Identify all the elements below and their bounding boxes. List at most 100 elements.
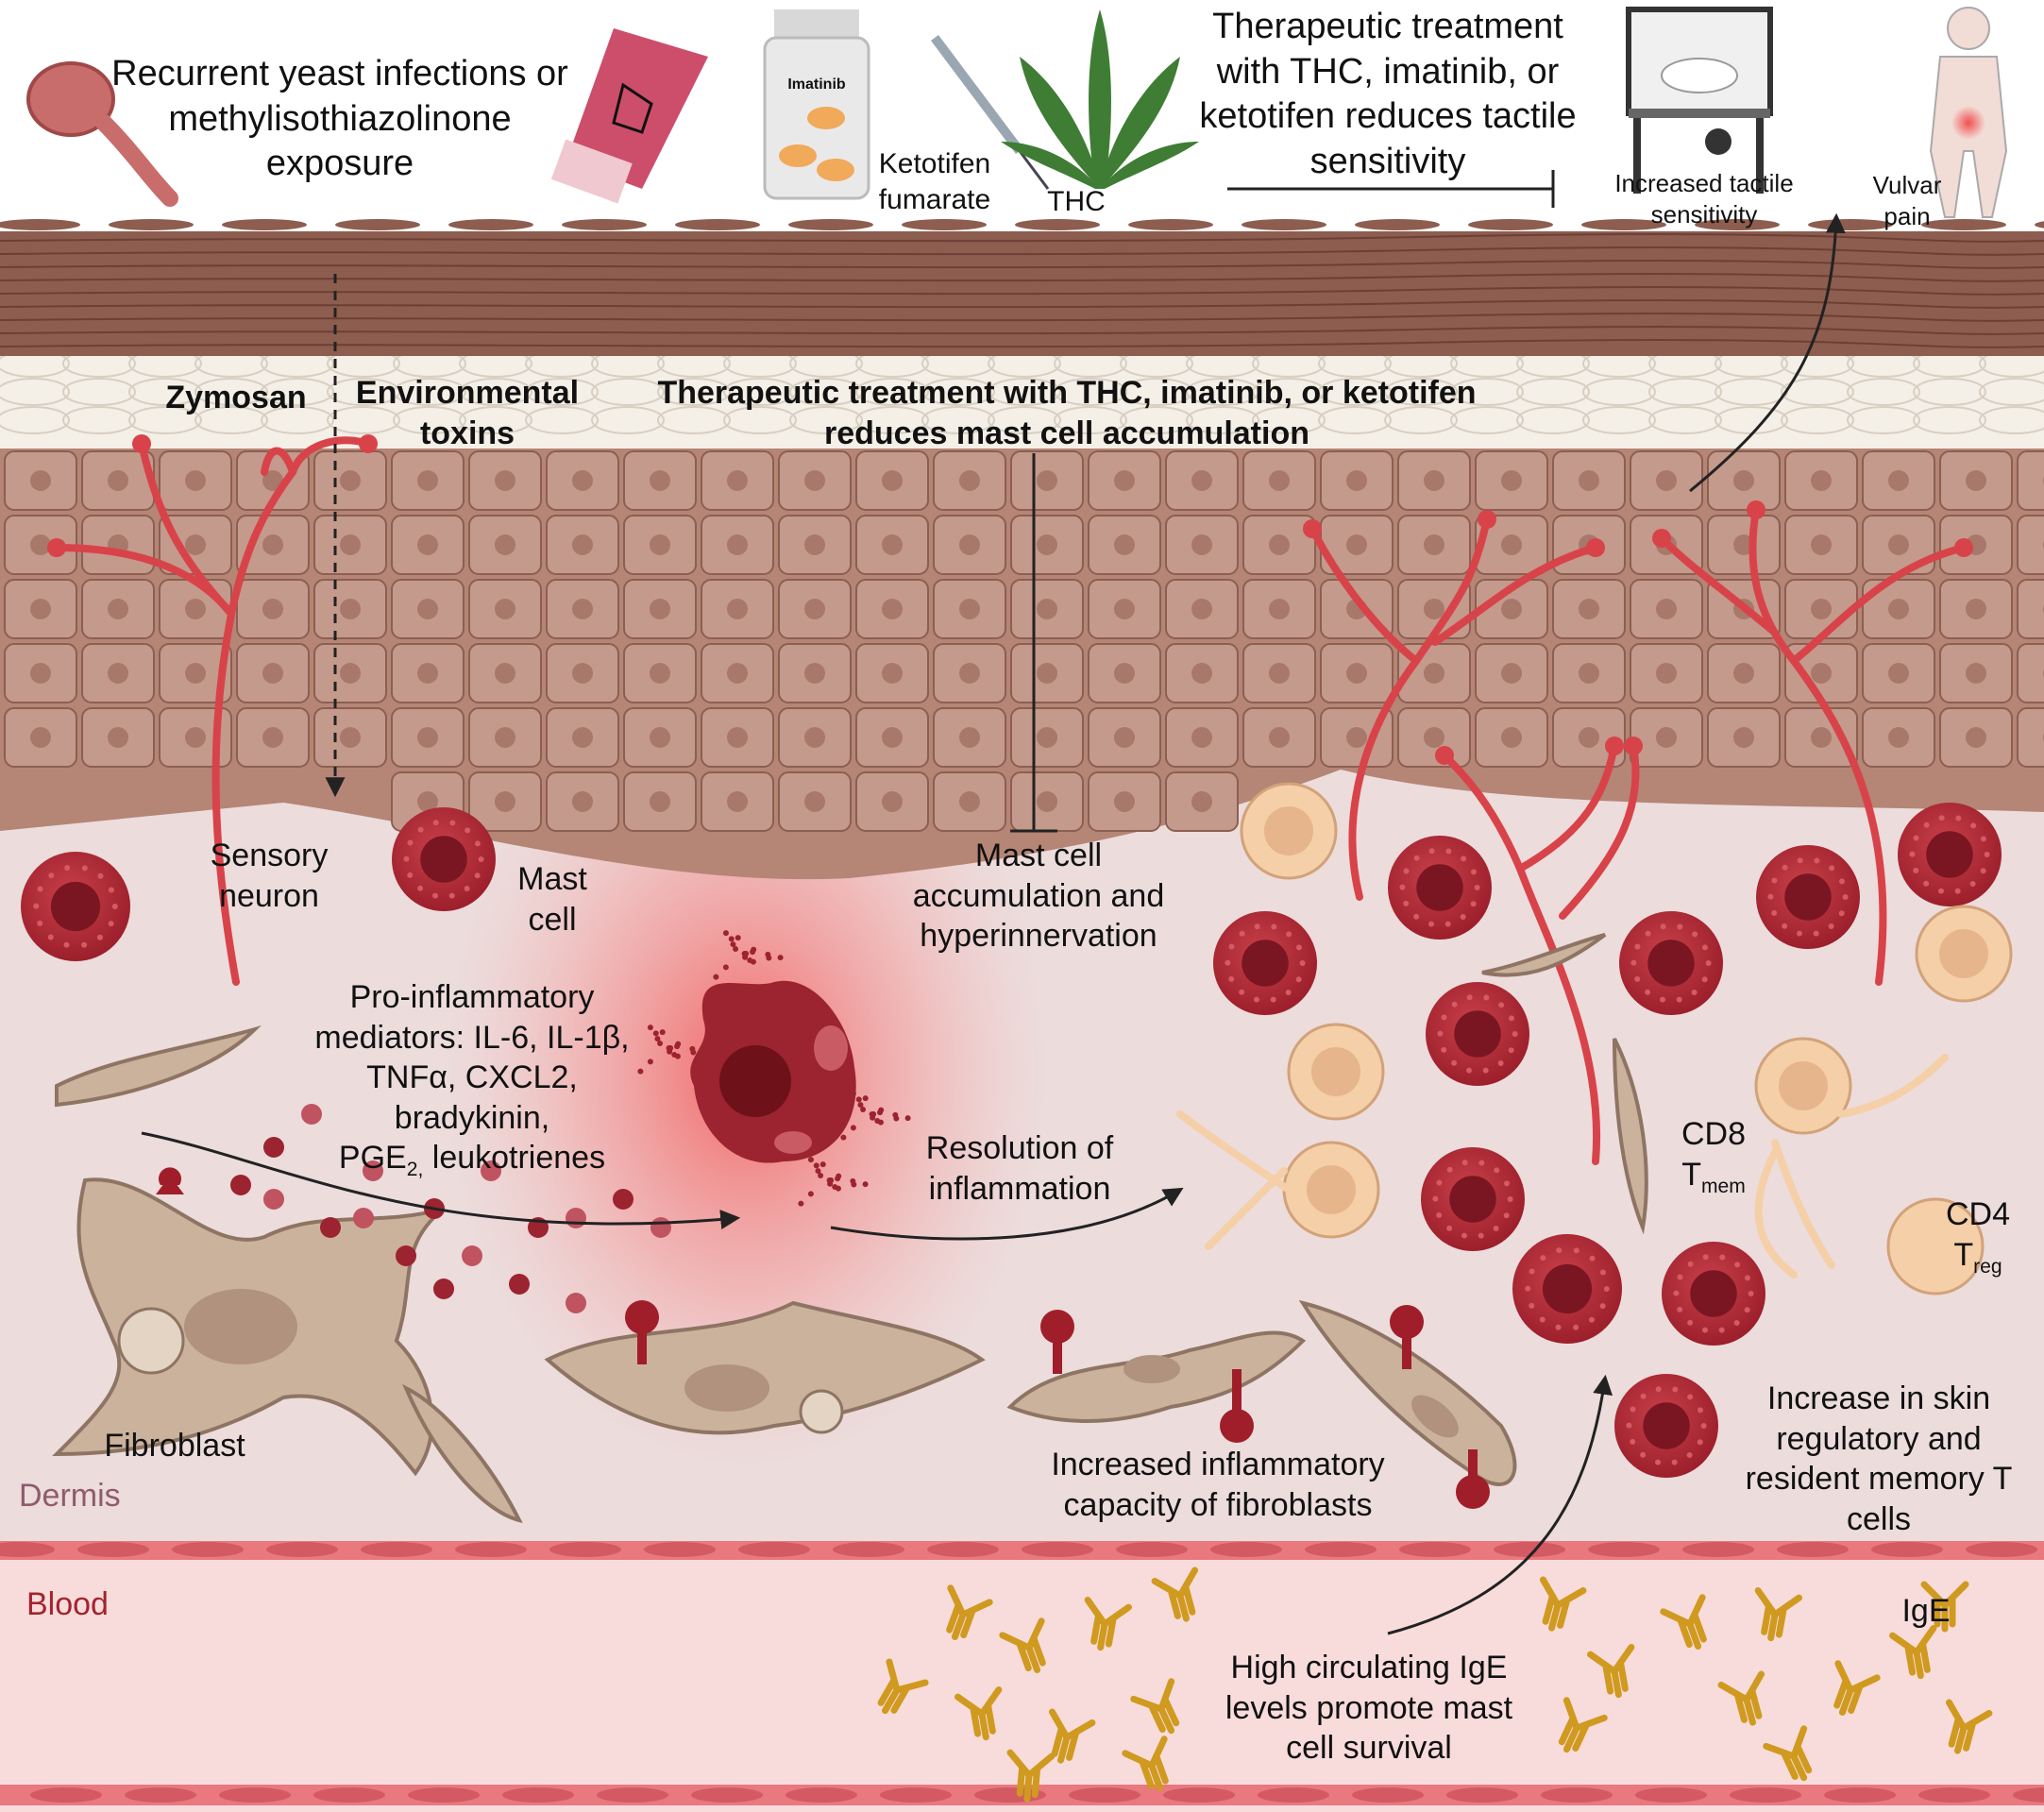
mast-granule [1673,1290,1680,1296]
mast-cell-nucleus [420,836,467,883]
mast-granule [1838,910,1845,917]
fat-cell [261,406,334,434]
keratinocyte-nucleus [804,534,825,555]
endothelial-cell [786,1787,857,1803]
keratinocyte-nucleus [804,727,825,748]
mediators-line-1: Pro-inflammatory [349,979,595,1015]
granule-dot [730,941,736,948]
mast-granule [1677,1274,1683,1280]
keratinocyte-nucleus [417,470,438,491]
fat-cell [327,378,400,406]
fat-cell [459,406,532,434]
ige-antibody [1587,1644,1635,1699]
granule-dot [813,1162,819,1169]
mast-granule [1660,996,1666,1003]
mast-granule [1461,855,1467,862]
mast-granule [108,921,114,927]
mast-cell-nucleus [1416,864,1463,911]
mast-granule [1446,1225,1453,1231]
keratinocyte-nucleus [1424,599,1444,619]
endothelial-cell [880,1787,952,1803]
keratinocyte-nucleus [1733,470,1754,491]
keratinocyte-nucleus [882,599,903,619]
mast-granule [1254,923,1260,930]
granule-dot [832,1184,838,1191]
mast-granule [1403,868,1410,874]
keratinocyte-nucleus [650,663,670,684]
mast-cell-nucleus [1643,1402,1690,1449]
keratinocyte-nucleus [882,534,903,555]
stratum-line [0,286,2044,296]
mediator-dot [320,1217,341,1238]
mast-granule [1555,1324,1562,1330]
keratinocyte-nucleus [417,663,438,684]
mast-granule [1660,923,1666,930]
mast-granule [1634,943,1641,950]
ige-chain [999,1617,1046,1673]
skin-flake [335,219,420,230]
keratinocyte [2017,515,2044,575]
mast-granule [1445,848,1452,855]
granule-dot [751,946,757,953]
mast-granule [1686,1452,1693,1459]
mast-granule [1767,893,1774,900]
granule-dot [765,951,771,957]
skin-flake [1468,219,1553,230]
mast-granule [1451,1059,1458,1066]
mast-granule [1512,1031,1518,1037]
mast-granule [417,826,424,833]
skin-strata-lines [0,219,2044,348]
keratinocyte-nucleus [495,534,515,555]
mast-granule [1254,996,1260,1003]
keratinocyte-nucleus [804,791,825,812]
keratinocyte-nucleus [1269,470,1290,491]
cd8-text: CD8 [1681,1116,1747,1152]
keratinocyte-nucleus [1966,663,1986,684]
keratinocyte-nucleus [1656,663,1677,684]
fat-cell [1913,406,1986,434]
keratinocyte-nucleus [495,663,515,684]
mast-granule [1734,1262,1741,1268]
keratinocyte-nucleus [1037,470,1057,491]
ige-antibody [1539,1576,1587,1632]
mast-granule [407,872,414,878]
keratinocyte-nucleus [417,534,438,555]
cd4-t: T [1953,1236,1974,1273]
mast-granule [1483,994,1490,1001]
mast-granule [1529,1268,1535,1275]
mast-granule [1286,931,1292,938]
mast-granule [1676,996,1682,1003]
keratinocyte-nucleus [882,727,903,748]
mast-granule [1432,1195,1439,1202]
fat-cell [1252,406,1326,434]
keratinocyte-nucleus [1888,727,1909,748]
vessel-endothelial-cells-top [0,1542,2037,1557]
human-figure-icon [1929,7,2008,218]
fat-cell [1318,378,1392,406]
mast-granule [1508,1047,1514,1054]
mast-granule [1461,1232,1468,1239]
mast-granule [1687,1319,1694,1326]
mast-granule [1640,1393,1647,1399]
keratinocyte-nucleus [959,534,980,555]
endothelial-cell [1258,1787,1329,1803]
mast-cell-nucleus [1449,1176,1496,1223]
keratinocyte-nucleus [1579,599,1599,619]
keratinocyte-nucleus [417,599,438,619]
granule-dot [850,1177,856,1184]
mast-granule [1701,944,1708,951]
imatinib-bottle-icon [763,9,870,200]
keratinocyte-nucleus [1037,599,1057,619]
ige-chain [1763,1725,1813,1782]
keratinocyte-nucleus [1114,791,1135,812]
fat-cell [1516,406,1590,434]
ige-antibodies [877,1566,1993,1803]
fat-cell [1186,378,1259,406]
keratinocyte-nucleus [185,534,206,555]
mast-granule [1573,1324,1579,1330]
mast-granule [1645,989,1651,995]
keratinocyte-nucleus [262,470,283,491]
keratinocyte-nucleus [650,727,670,748]
keratinocyte-nucleus [650,791,670,812]
mast-granule [407,839,414,846]
